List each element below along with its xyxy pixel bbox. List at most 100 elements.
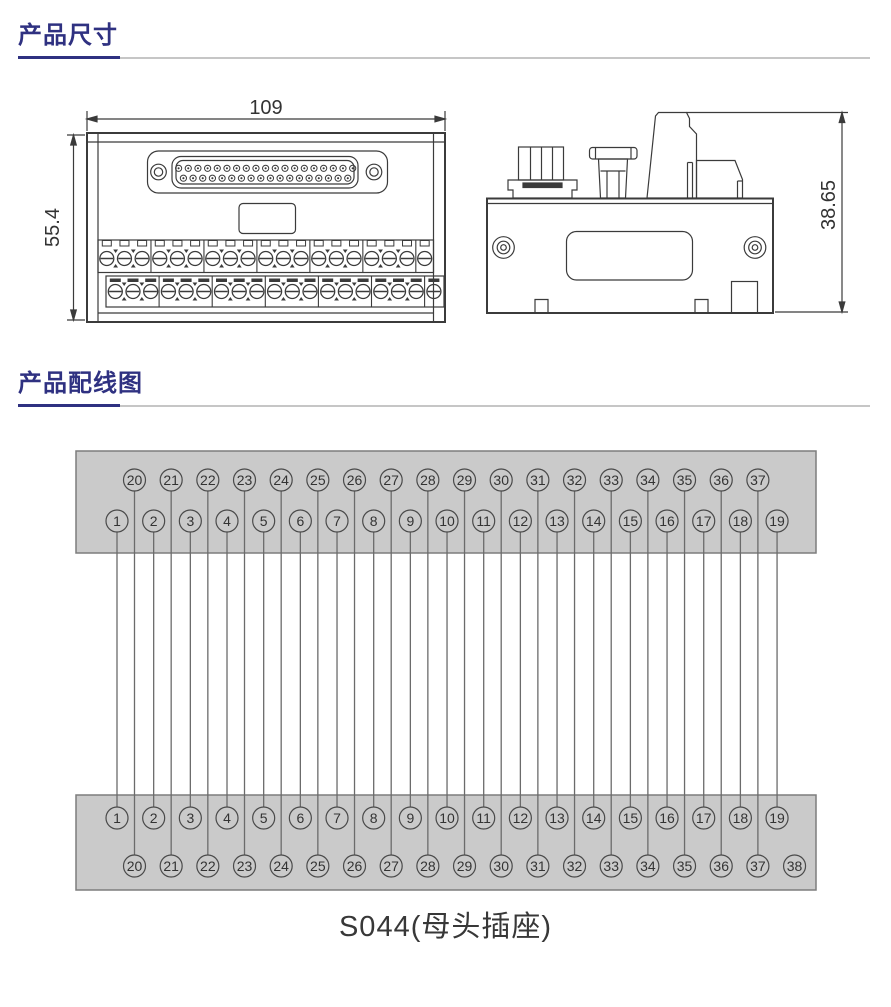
pin-number: 17 bbox=[696, 810, 712, 826]
marker-triangle bbox=[298, 282, 304, 286]
pin-number: 22 bbox=[200, 858, 216, 874]
pin-number: 29 bbox=[457, 472, 473, 488]
screw-head bbox=[213, 283, 230, 300]
dsub-pin bbox=[257, 174, 265, 182]
pin-circle bbox=[252, 806, 276, 830]
screw-head bbox=[337, 283, 354, 300]
dsub-pin-dot bbox=[283, 167, 287, 170]
pin-circle bbox=[215, 509, 239, 533]
pin-circle bbox=[672, 468, 697, 492]
pin-circle bbox=[252, 509, 276, 533]
screw-head bbox=[390, 283, 407, 300]
dsub-pin bbox=[276, 174, 284, 182]
screw-head bbox=[275, 250, 292, 267]
dsub-pin-dot bbox=[327, 177, 330, 180]
pin-number: 12 bbox=[513, 513, 529, 529]
screw-head bbox=[231, 283, 247, 300]
dim-height-label: 55.4 bbox=[42, 208, 64, 247]
pin-circle bbox=[398, 806, 422, 830]
dsub-pin bbox=[252, 164, 260, 172]
pin-circle bbox=[562, 468, 587, 492]
pin-circle bbox=[472, 509, 496, 533]
pin-circle bbox=[618, 806, 642, 830]
side-knob-flange bbox=[507, 179, 578, 199]
dsub-pin bbox=[179, 174, 187, 182]
pin-number: 27 bbox=[383, 472, 399, 488]
marker-triangle bbox=[378, 249, 383, 253]
dsub-pin-dot bbox=[288, 177, 291, 180]
pin-circle bbox=[526, 854, 550, 878]
screw-head bbox=[178, 283, 194, 300]
pin-number: 7 bbox=[333, 810, 341, 826]
screw-head bbox=[258, 250, 274, 267]
pin-number: 23 bbox=[237, 472, 253, 488]
pin-circle bbox=[746, 854, 770, 878]
section-title-dimensions: 产品尺寸 bbox=[18, 22, 118, 49]
pin-circle bbox=[746, 468, 770, 492]
marker-triangle bbox=[166, 264, 172, 268]
dsub-pin-dot bbox=[269, 177, 272, 180]
marker-triangle bbox=[404, 297, 410, 301]
wire-slot bbox=[384, 240, 395, 247]
dsub-pin-dot bbox=[225, 167, 228, 170]
dim-width-label: 109 bbox=[249, 97, 282, 119]
pin-number: 8 bbox=[370, 513, 378, 529]
dsub-pin bbox=[315, 174, 323, 182]
pin-circle bbox=[526, 468, 550, 492]
pin-number: 19 bbox=[769, 810, 785, 826]
marker-triangle bbox=[325, 264, 330, 268]
pin-number: 21 bbox=[163, 858, 179, 874]
dsub-pin-dot bbox=[192, 177, 195, 180]
pin-number: 1 bbox=[113, 810, 121, 826]
pin-circle bbox=[159, 468, 183, 492]
section-rule-2 bbox=[18, 404, 870, 408]
pin-circle bbox=[122, 468, 147, 492]
screw-head bbox=[320, 283, 336, 300]
wire-slot bbox=[375, 278, 387, 282]
pin-number: 13 bbox=[549, 513, 565, 529]
dsub-pin bbox=[334, 174, 342, 182]
screw-head bbox=[249, 283, 265, 300]
wire-slot bbox=[251, 278, 263, 282]
dsub-pin-dot bbox=[332, 167, 335, 170]
pin-circle bbox=[636, 854, 660, 878]
dsub-pin bbox=[189, 174, 197, 182]
pin-circle bbox=[672, 854, 697, 878]
wire-slot bbox=[402, 240, 413, 247]
pin-number: 28 bbox=[420, 858, 436, 874]
rule-blue-segment-2 bbox=[18, 404, 120, 407]
pin-number: 29 bbox=[457, 858, 473, 874]
screw-head bbox=[408, 283, 424, 300]
pin-number: 10 bbox=[439, 810, 455, 826]
marker-triangle bbox=[174, 297, 180, 301]
screw-head bbox=[196, 283, 212, 300]
screw-head bbox=[293, 250, 309, 267]
wire-slot bbox=[304, 278, 316, 282]
wire-slot bbox=[243, 240, 254, 247]
wire-slot bbox=[313, 240, 324, 247]
pin-circle bbox=[599, 854, 623, 878]
pin-number: 1 bbox=[113, 513, 121, 529]
dsub-pin-dot bbox=[317, 177, 320, 180]
marker-triangle bbox=[192, 297, 198, 301]
front-view-drawing bbox=[86, 132, 446, 323]
dsub-pin bbox=[291, 164, 299, 172]
pin-circle bbox=[765, 806, 789, 830]
screw-head bbox=[125, 283, 141, 300]
dsub-pins bbox=[175, 164, 357, 182]
dim-side-height-label: 38.65 bbox=[818, 180, 840, 230]
wire-slot bbox=[233, 278, 245, 282]
pin-circle bbox=[508, 509, 532, 533]
pin-circle bbox=[325, 509, 349, 533]
wire-slot bbox=[162, 278, 174, 282]
screw-head bbox=[355, 283, 371, 300]
pin-circle bbox=[196, 854, 220, 878]
dsub-pin-dot bbox=[177, 167, 180, 170]
wire-slot bbox=[393, 278, 404, 282]
pin-circle bbox=[692, 509, 716, 533]
dsub-pin-dot bbox=[240, 177, 243, 180]
dsub-pin bbox=[262, 164, 270, 172]
dimension-drawings: 109 55.4 bbox=[42, 97, 848, 323]
screw-head bbox=[426, 283, 442, 300]
marker-triangle bbox=[334, 297, 339, 301]
